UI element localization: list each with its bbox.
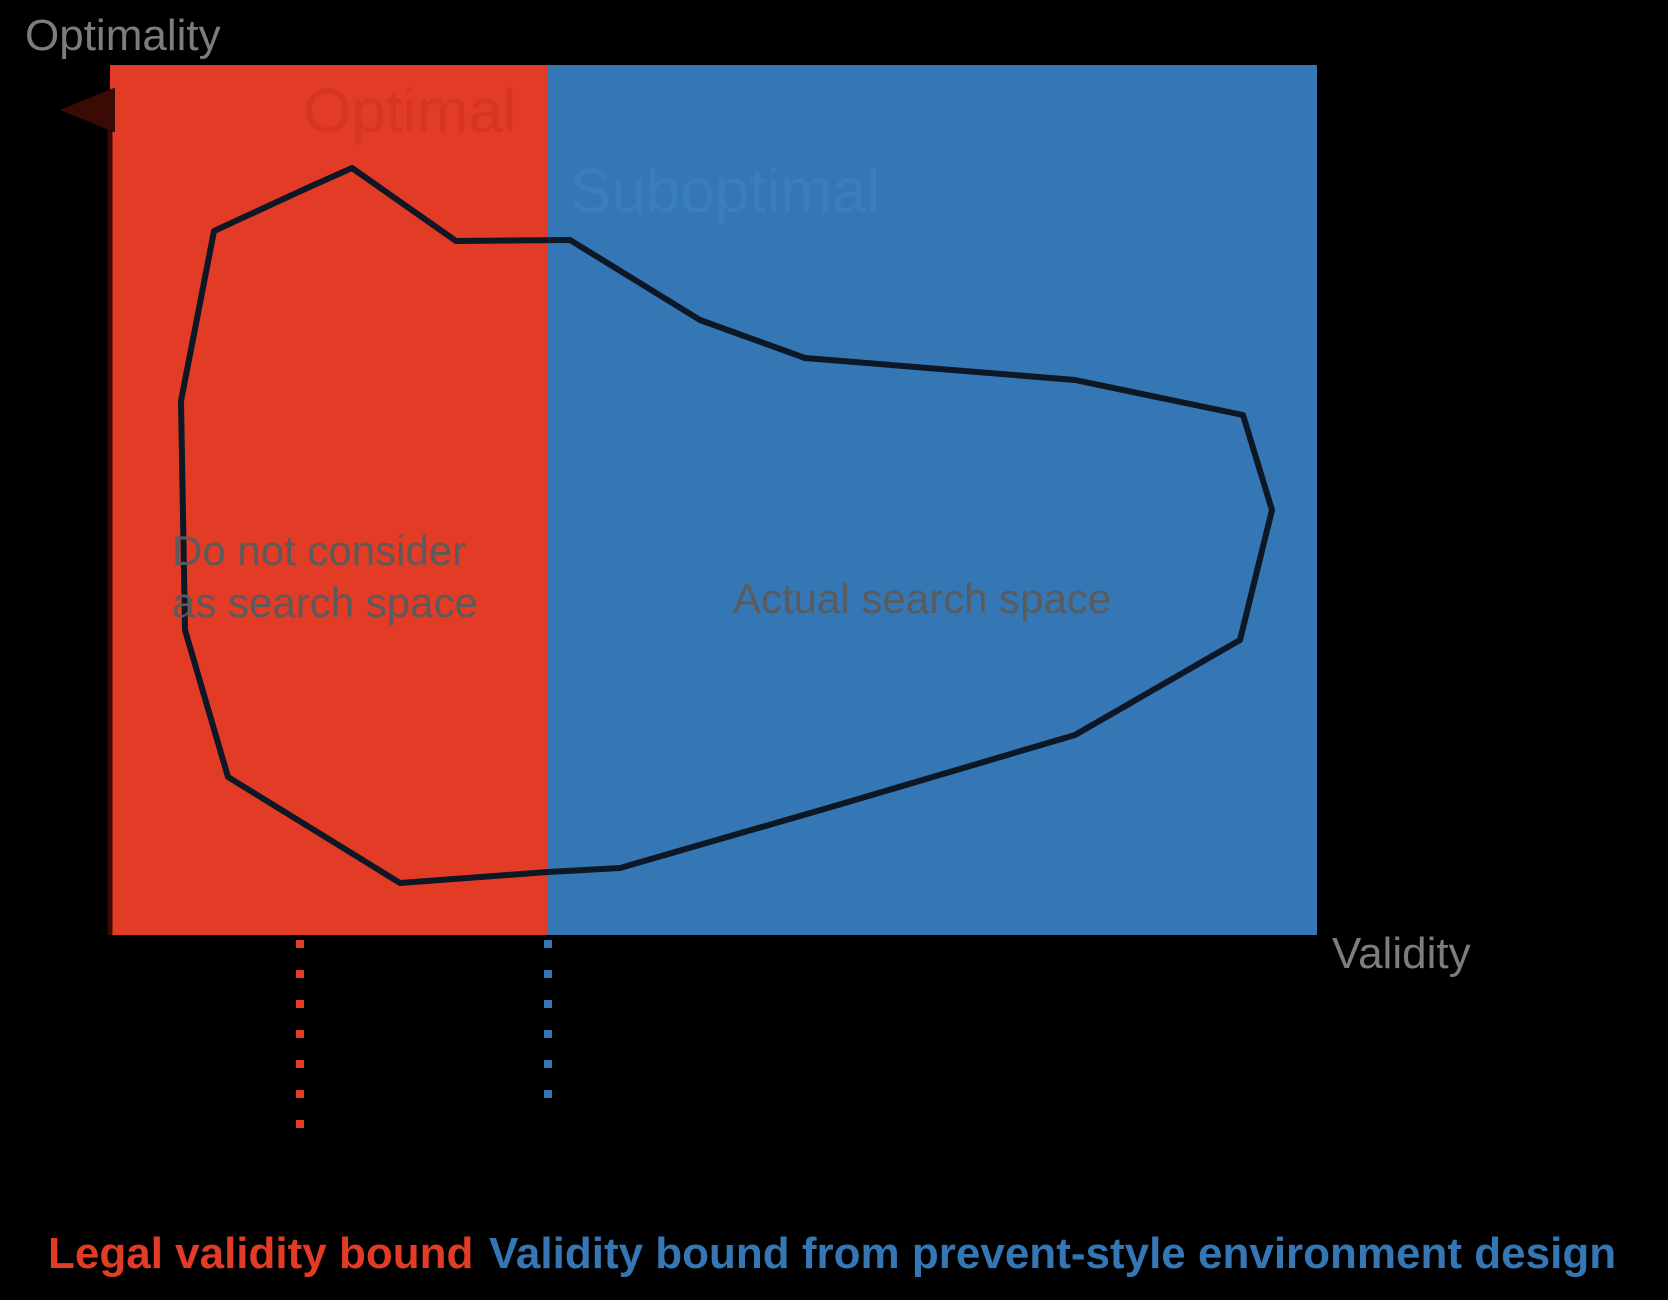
invalid-region-fill <box>110 65 547 935</box>
ghost-label-optimal: Optimal <box>303 77 517 146</box>
valid-region-label: Actual search space <box>733 575 1111 622</box>
legend-item-prevent-style-bound: Validity bound from prevent-style enviro… <box>489 1229 1616 1278</box>
valid-region-fill <box>547 65 1317 935</box>
y-axis-title: Optimality <box>25 11 221 60</box>
invalid-region-label-line1: Do not consider <box>172 527 466 574</box>
legend-item-legal-validity-bound: Legal validity bound <box>48 1229 473 1278</box>
x-axis-title: Validity <box>1332 929 1471 978</box>
search-space-outline <box>178 165 1275 886</box>
ghost-label-suboptimal: Suboptimal <box>570 157 880 226</box>
invalid-region-label-line2: as search space <box>172 579 478 626</box>
